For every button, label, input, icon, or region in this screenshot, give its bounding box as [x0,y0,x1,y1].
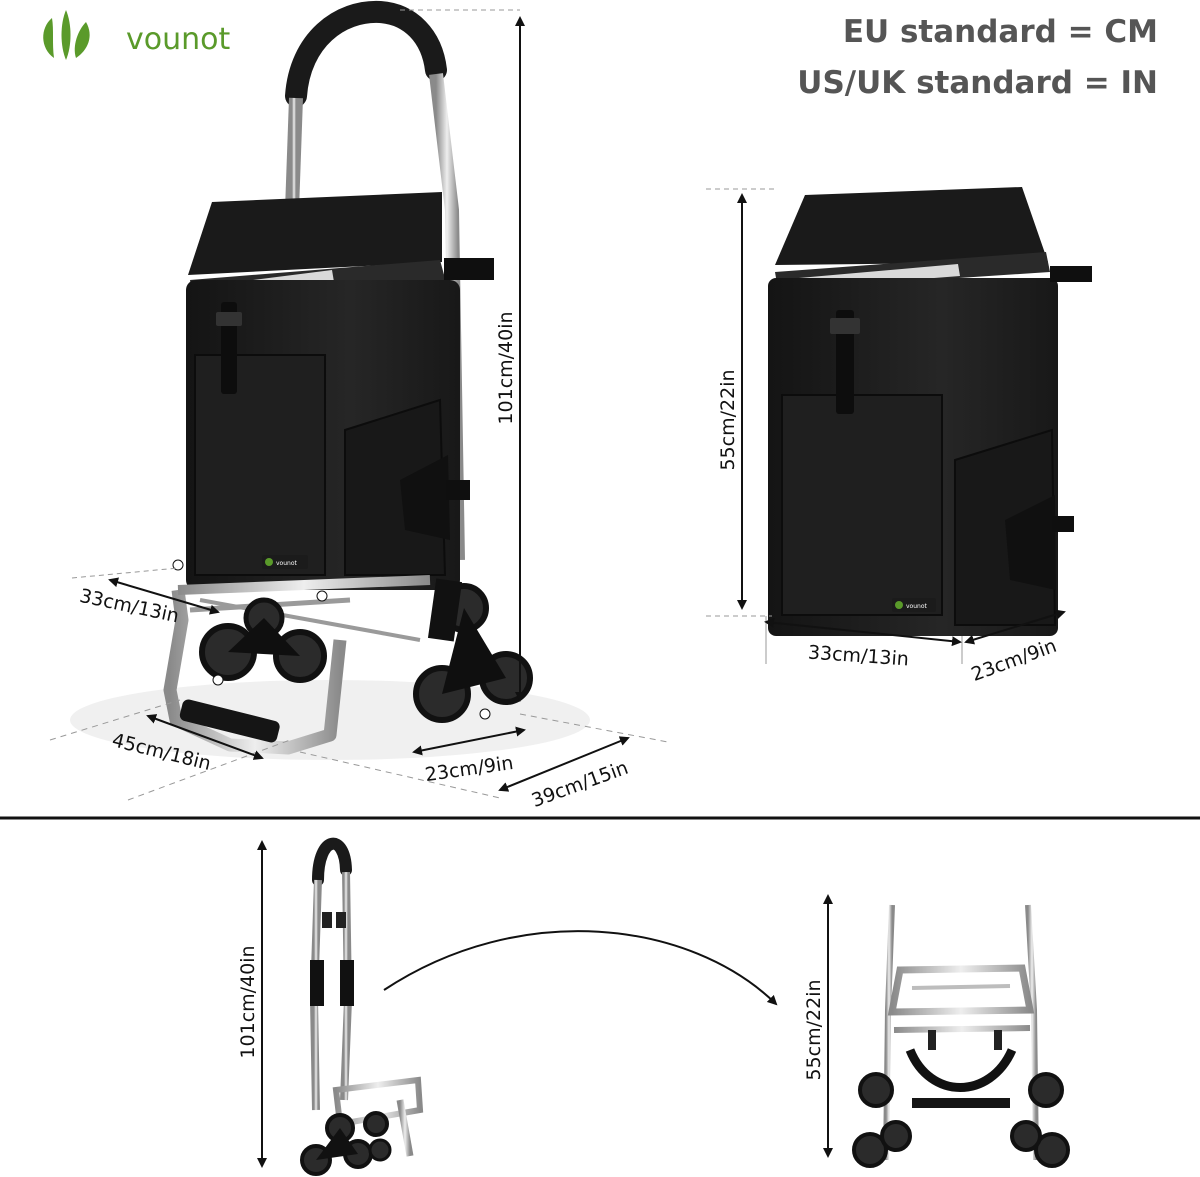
trolley-height-label: 101cm/40in [495,311,517,424]
eu-standard-label: EU standard = CM [843,14,1158,50]
trolley-width-label: 33cm/13in [78,585,181,628]
badge-logo: vounot [262,555,308,569]
wheel-span-label: 23cm/9in [424,752,515,786]
fold-arrow [383,930,778,1006]
leaf-icon [43,10,90,60]
svg-text:vounot: vounot [276,560,297,567]
handle-grip [285,0,447,107]
bag-dimension-lines [706,188,1066,664]
bag-depth-label: 23cm/9in [968,635,1059,686]
bag-badge-logo: vounot [892,598,936,612]
brand-name: vounot [126,22,230,57]
stair-wheel-left [199,597,327,683]
folded-frame-image [852,904,1070,1168]
base-depth-label: 39cm/15in [529,757,631,812]
frame-image [300,837,424,1176]
bag-width-label: 33cm/13in [807,642,909,671]
brand-logo: vounot [43,10,230,60]
bag-height-label: 55cm/22in [717,369,739,470]
us-uk-standard-label: US/UK standard = IN [797,65,1158,101]
bag-image: vounot [768,187,1092,636]
frame-height-label: 101cm/40in [237,945,259,1058]
trolley-image: vounot [70,0,590,760]
trolley-dimension-lines [49,9,669,801]
folded-height-label: 55cm/22in [803,979,825,1080]
svg-text:vounot: vounot [906,603,927,610]
shopping-bag: vounot [186,192,494,590]
